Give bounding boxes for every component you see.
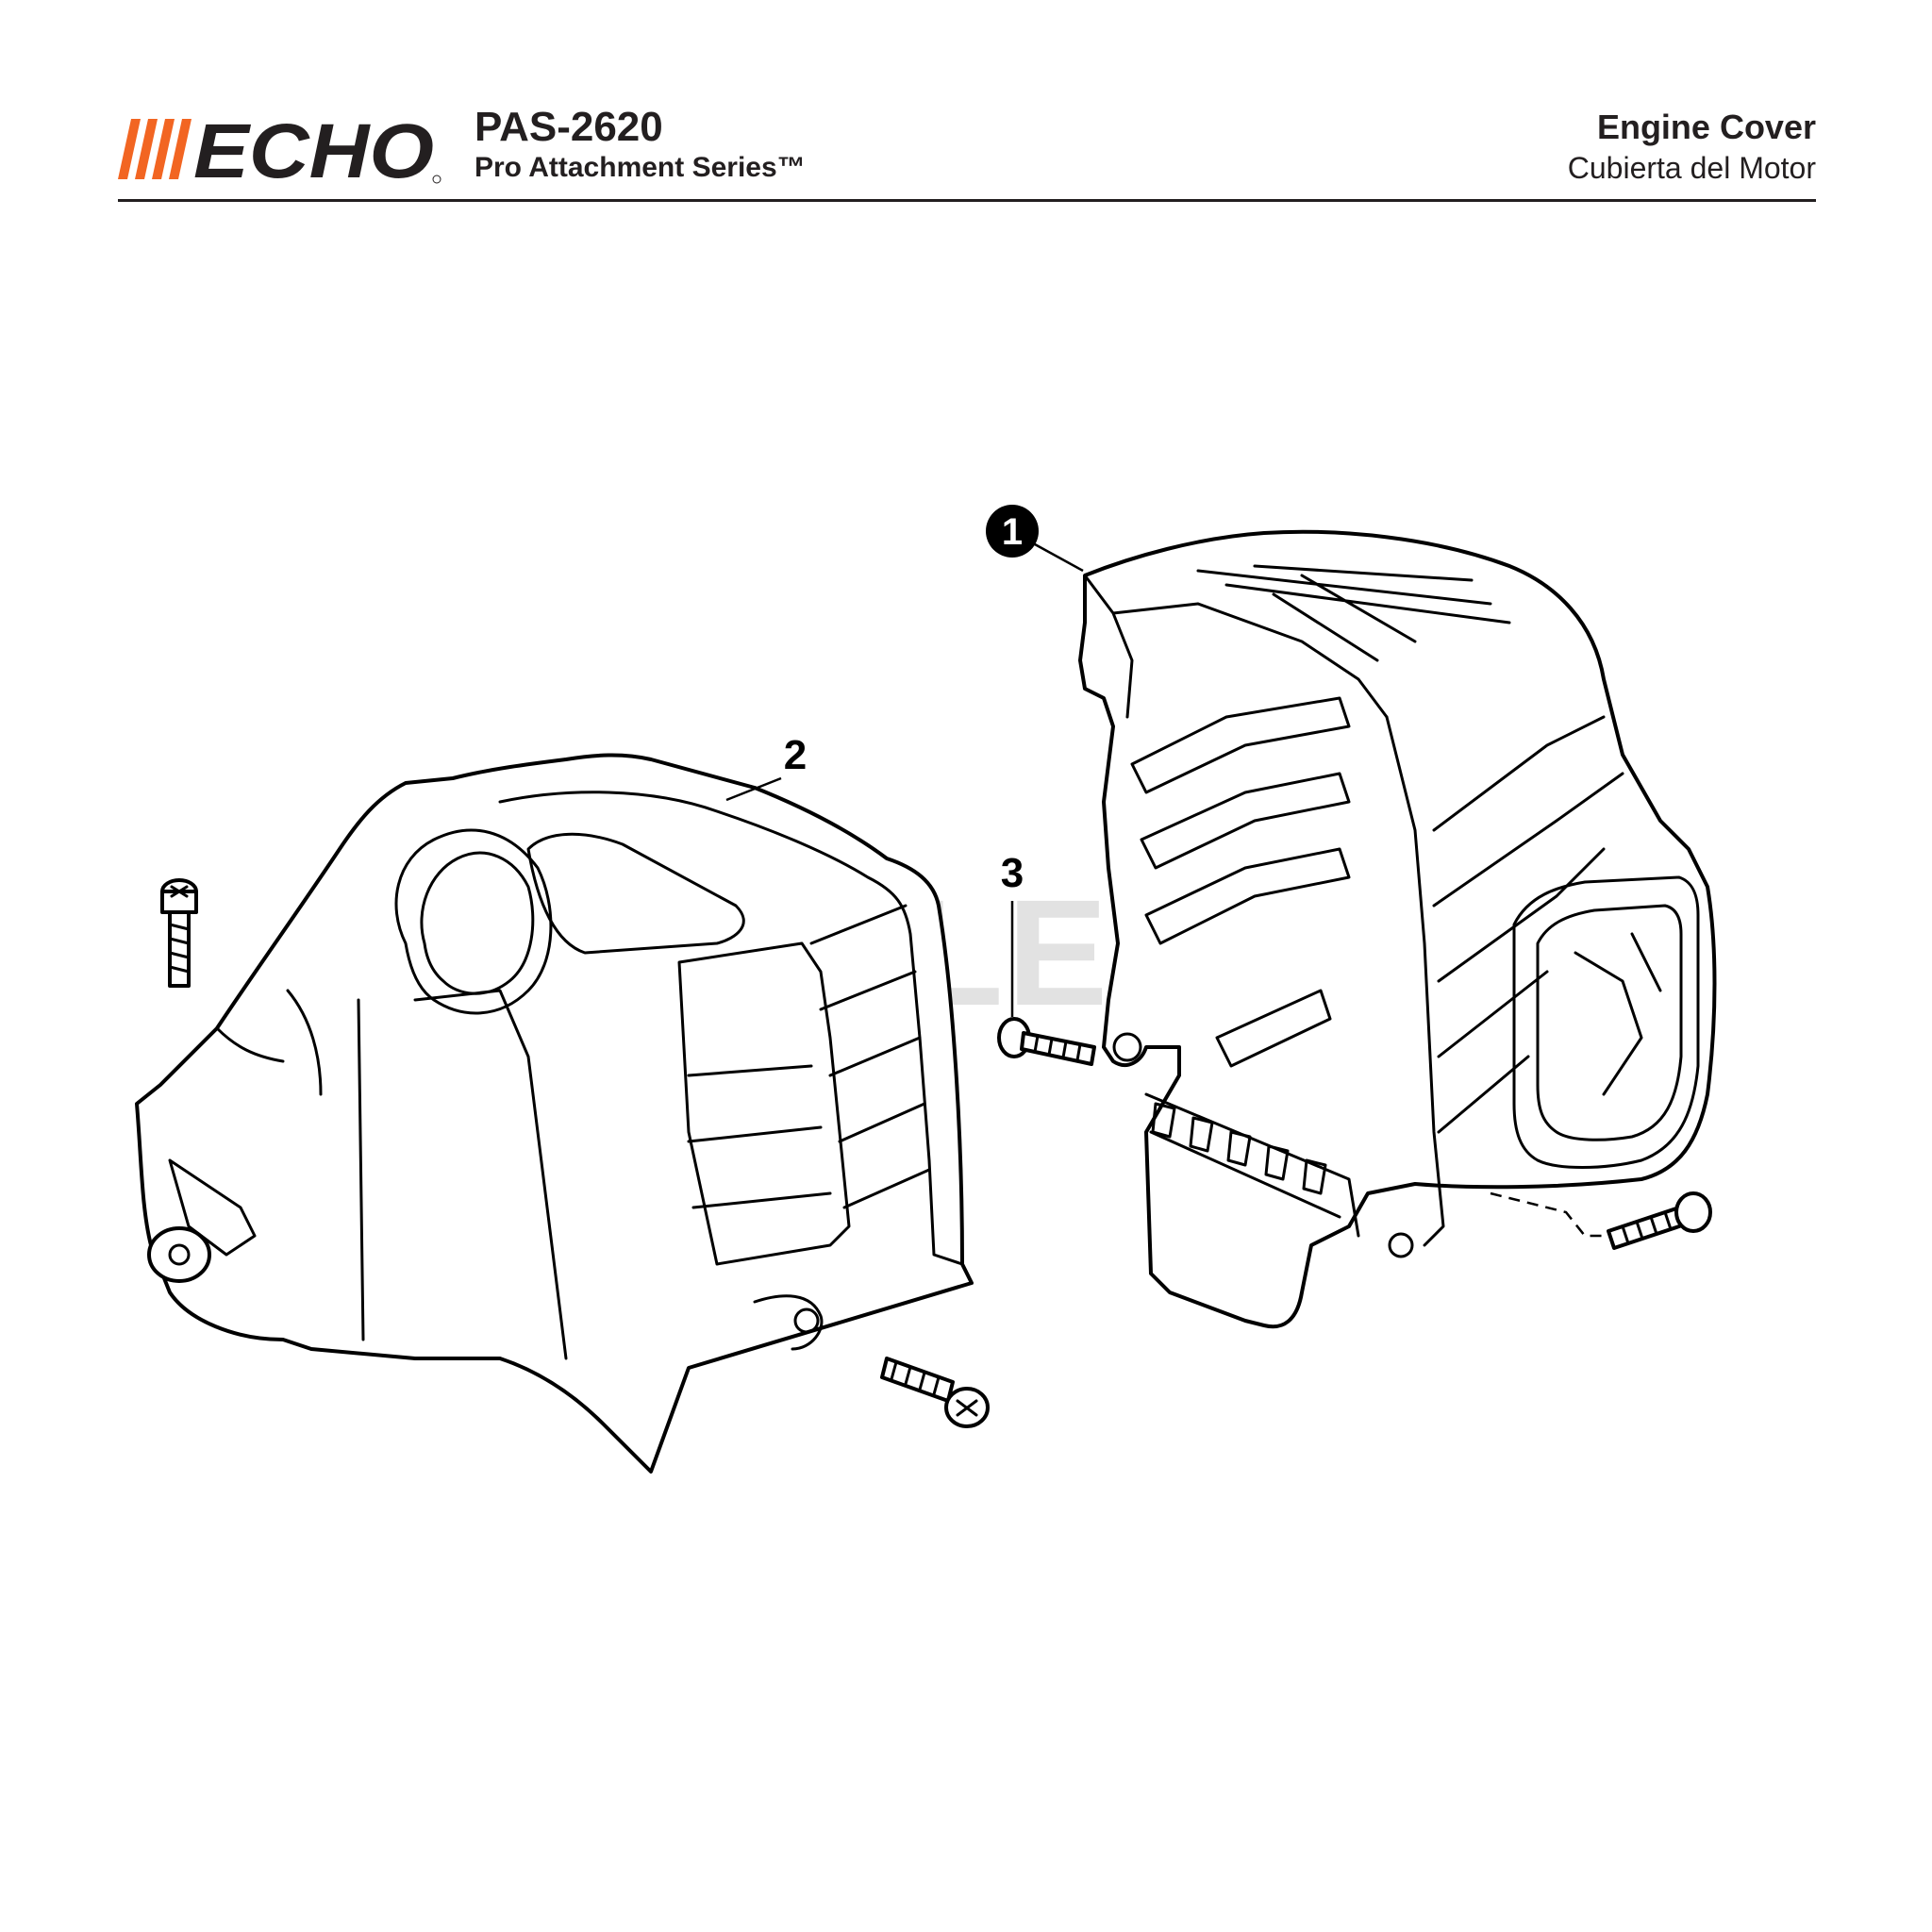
page-title: Engine Cover xyxy=(1596,108,1816,146)
logo-stripes xyxy=(118,119,192,179)
callout-1-number: 1 xyxy=(1002,511,1023,553)
callout-1: 1 xyxy=(986,505,1084,573)
callout-2: 2 xyxy=(725,732,807,802)
screw-left xyxy=(160,878,198,988)
header: ECHO PAS-2620 Pro Attachment Series™ Eng… xyxy=(118,104,1816,203)
header-divider xyxy=(118,199,1816,202)
echo-logo: ECHO xyxy=(118,111,441,187)
callout-2-number: 2 xyxy=(784,732,807,778)
page-subtitle: Cubierta del Motor xyxy=(1567,151,1816,185)
model-block: PAS-2620 Pro Attachment Series™ xyxy=(475,104,806,185)
series-name: Pro Attachment Series™ xyxy=(475,152,806,183)
engine-cover-rear xyxy=(1078,529,1717,1329)
callout-3-number: 3 xyxy=(1001,850,1024,896)
model-number: PAS-2620 xyxy=(475,104,663,150)
dashed-leader xyxy=(1490,1191,1608,1238)
logo-wordmark: ECHO xyxy=(193,111,434,187)
screw-right xyxy=(1607,1191,1712,1250)
title-block: Engine Cover Cubierta del Motor xyxy=(1568,104,1816,185)
screw-bottom xyxy=(880,1357,990,1428)
callout-3: 3 xyxy=(1001,850,1024,1017)
screw-callout-3 xyxy=(997,1017,1096,1066)
engine-cover-front xyxy=(135,753,974,1474)
